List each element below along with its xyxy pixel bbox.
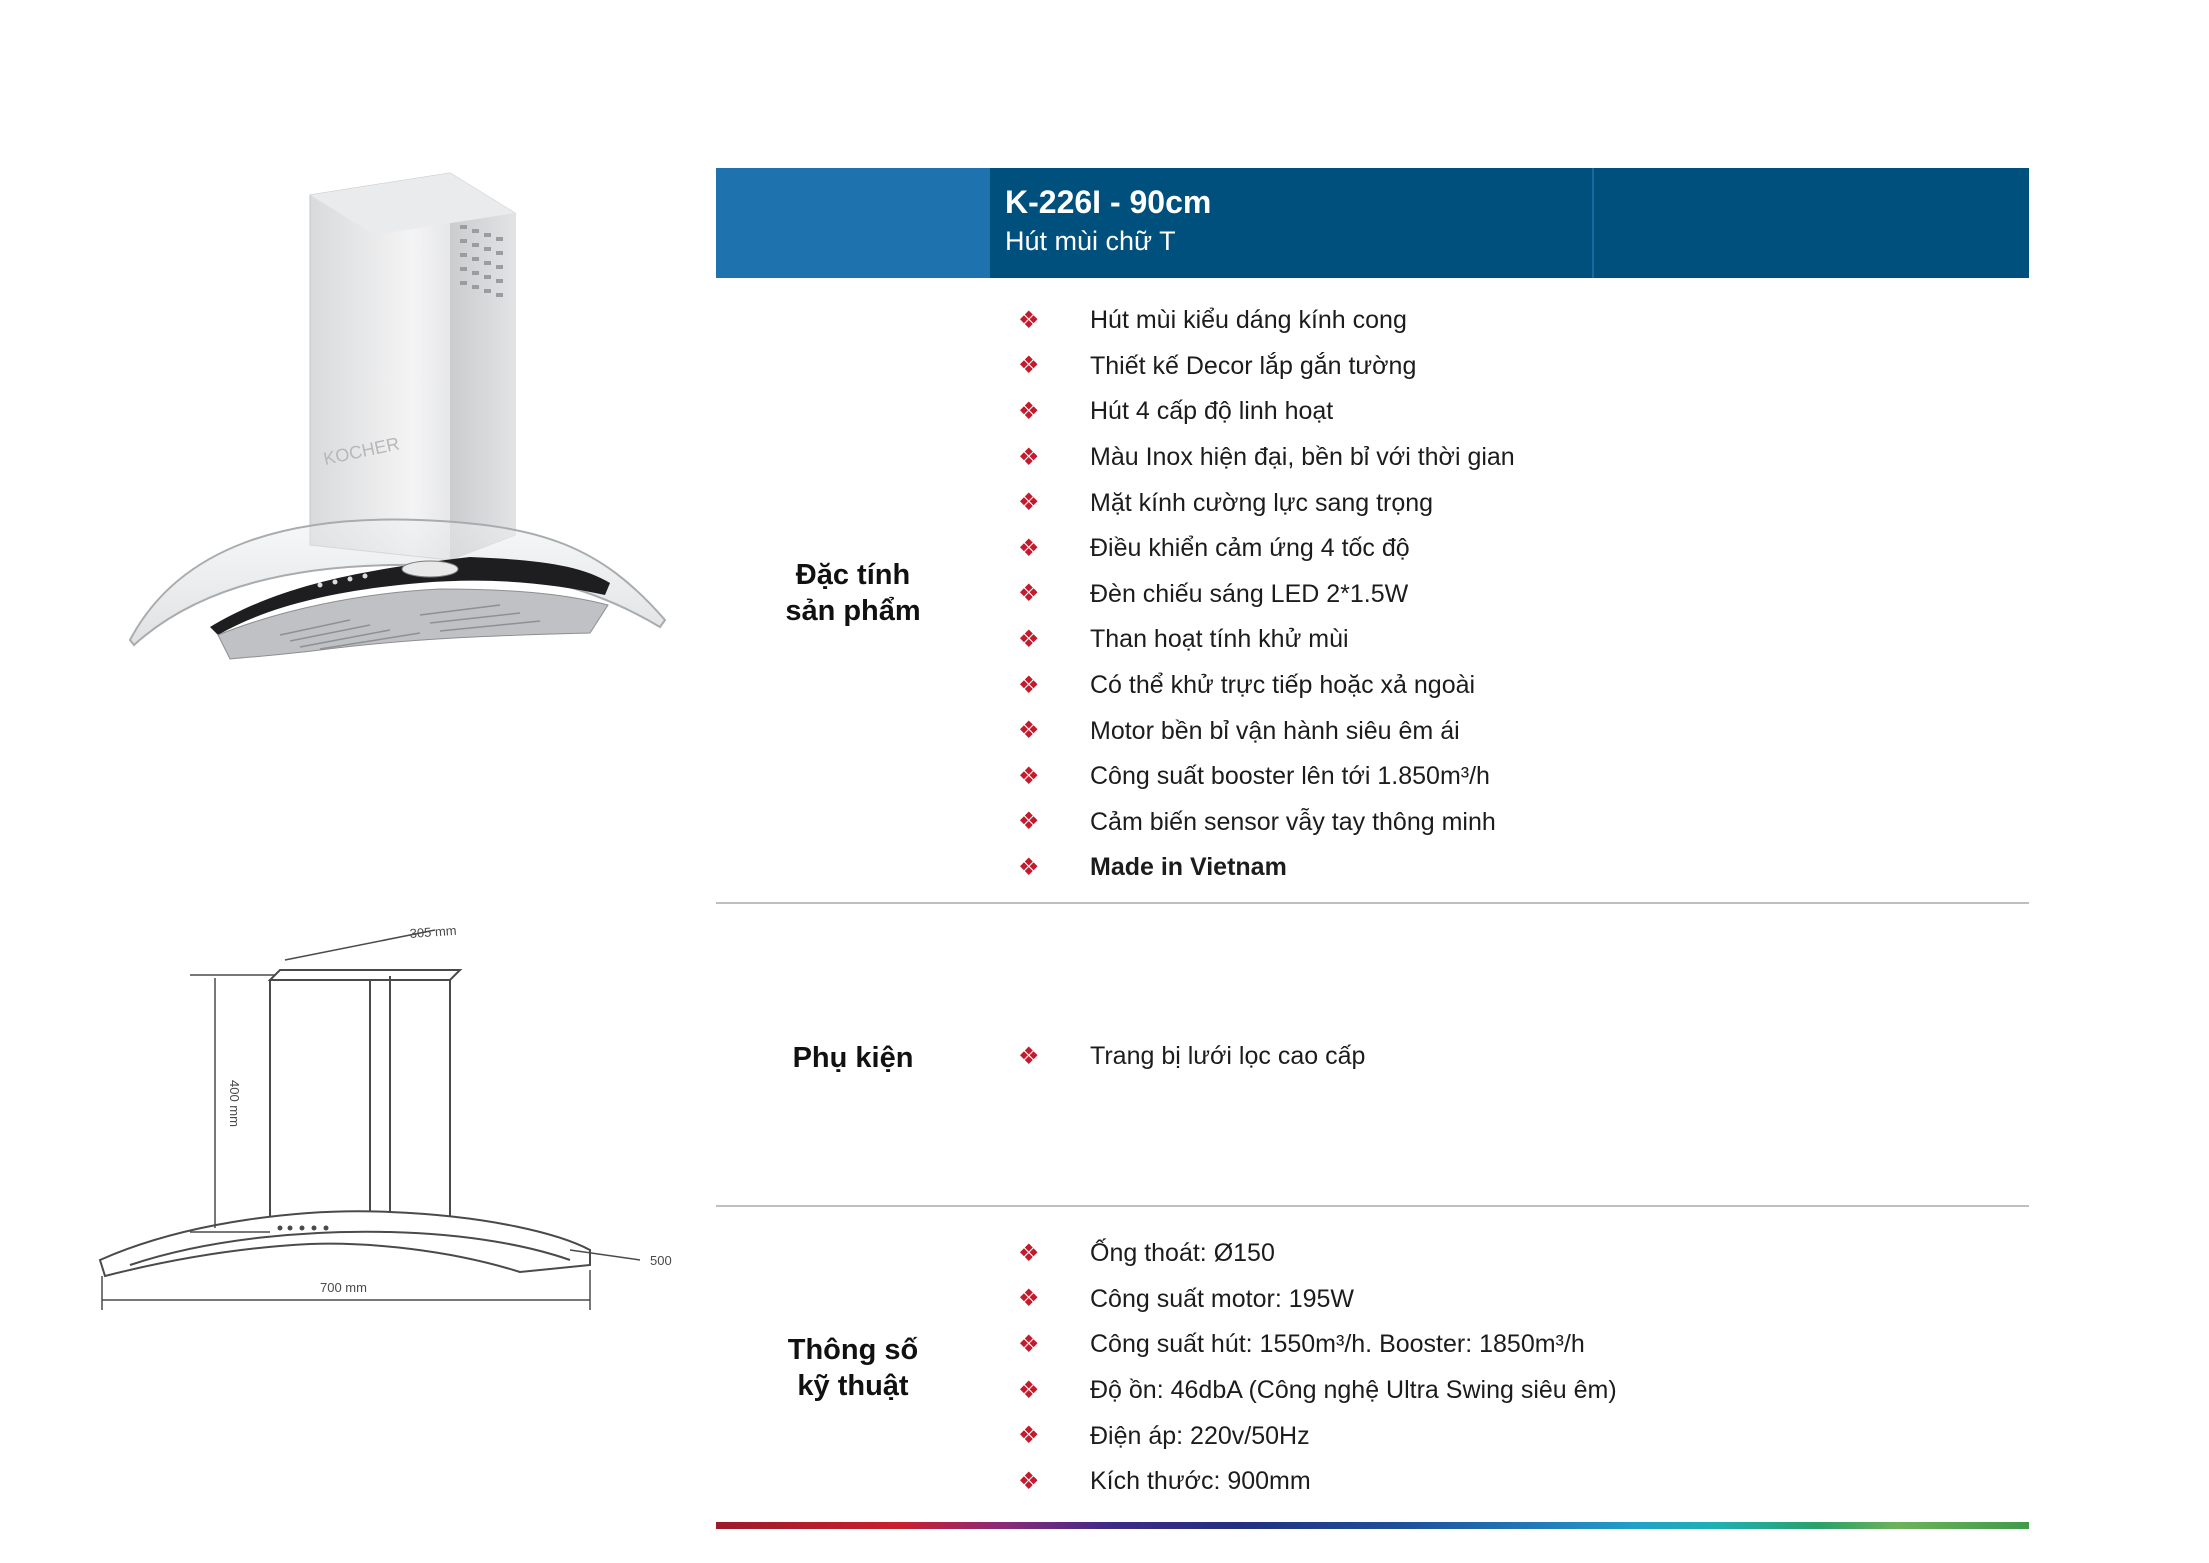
list-item: ❖Màu Inox hiện đại, bền bỉ với thời gian — [1018, 443, 1515, 472]
list-item: ❖Điện áp: 220v/50Hz — [1018, 1421, 1310, 1450]
bullet-icon: ❖ — [1018, 489, 1040, 517]
bullet-icon: ❖ — [1018, 1467, 1040, 1495]
vent-slots — [460, 225, 503, 297]
bullet-icon: ❖ — [1018, 853, 1040, 881]
header-left-block — [716, 168, 990, 278]
list-item: ❖Có thể khử trực tiếp hoặc xả ngoài — [1018, 671, 1476, 700]
bullet-icon: ❖ — [1018, 1042, 1040, 1070]
list-item: ❖Cảm biến sensor vẫy tay thông minh — [1018, 807, 1496, 836]
bullet-icon: ❖ — [1018, 1239, 1040, 1267]
list-item: ❖Công suất booster lên tới 1.850m³/h — [1018, 762, 1490, 791]
features-label: Đặc tính sản phẩm — [785, 559, 921, 627]
bullet-icon: ❖ — [1018, 762, 1040, 790]
dim-height-label: 400 mm — [227, 1080, 242, 1127]
section-divider — [716, 902, 2029, 904]
product-photo: KOCHER — [128, 172, 667, 660]
list-item: ❖Mặt kính cường lực sang trọng — [1018, 488, 1434, 517]
accessories-label: Phụ kiện — [792, 1042, 914, 1074]
list-item: ❖Kích thước: 900mm — [1018, 1467, 1311, 1496]
list-item: ❖Trang bị lưới lọc cao cấp — [1018, 1042, 1366, 1071]
bullet-icon: ❖ — [1018, 1285, 1040, 1313]
header-divider — [1592, 168, 1594, 278]
specs-label: Thông số kỹ thuật — [787, 1334, 919, 1402]
accessories-list: ❖Trang bị lưới lọc cao cấp — [1010, 1034, 1365, 1080]
bullet-icon: ❖ — [1018, 352, 1040, 380]
bullet-icon: ❖ — [1018, 625, 1040, 653]
list-item: ❖Motor bền bỉ vận hành siêu êm ái — [1018, 716, 1460, 745]
list-item: ❖Thiết kế Decor lắp gắn tường — [1018, 351, 1417, 380]
list-item: ❖Công suất motor: 195W — [1018, 1284, 1355, 1313]
features-list: ❖Hút mùi kiểu dáng kính cong ❖Thiết kế D… — [1010, 298, 1515, 891]
list-item: ❖Công suất hút: 1550m³/h. Booster: 1850m… — [1018, 1330, 1585, 1359]
model-title: K-226I - 90cm — [1005, 184, 1212, 220]
list-item: ❖Đèn chiếu sáng LED 2*1.5W — [1018, 579, 1409, 608]
list-item: ❖Hút 4 cấp độ linh hoạt — [1018, 397, 1334, 426]
bullet-icon: ❖ — [1018, 443, 1040, 471]
bullet-icon: ❖ — [1018, 808, 1040, 836]
section-divider — [716, 1205, 2029, 1207]
bullet-icon: ❖ — [1018, 671, 1040, 699]
list-item: ❖Độ ồn: 46dbA (Công nghệ Ultra Swing siê… — [1018, 1376, 1617, 1405]
bullet-icon: ❖ — [1018, 580, 1040, 608]
bullet-icon: ❖ — [1018, 1330, 1040, 1358]
list-item: ❖Hút mùi kiểu dáng kính cong — [1018, 306, 1407, 335]
color-bar — [716, 1522, 2029, 1529]
bullet-icon: ❖ — [1018, 534, 1040, 562]
bullet-icon: ❖ — [1018, 1376, 1040, 1404]
bullet-icon: ❖ — [1018, 397, 1040, 425]
bullet-icon: ❖ — [1018, 717, 1040, 745]
dim-depth-label: 500 — [650, 1253, 672, 1268]
bullet-icon: ❖ — [1018, 306, 1040, 334]
list-item: ❖Than hoạt tính khử mùi — [1018, 625, 1349, 654]
list-item: ❖Điều khiển cảm ứng 4 tốc độ — [1018, 534, 1410, 563]
list-item: ❖Ống thoát: Ø150 — [1018, 1239, 1275, 1268]
dim-width-label: 305 mm — [409, 923, 457, 941]
dimension-drawing: 305 mm 400 mm 700 mm 500 — [98, 923, 672, 1310]
dim-length-label: 700 mm — [320, 1280, 367, 1295]
model-subtitle: Hút mùi chữ T — [1005, 226, 1176, 256]
specs-list: ❖Ống thoát: Ø150 ❖Công suất motor: 195W … — [1010, 1231, 1617, 1505]
bullet-icon: ❖ — [1018, 1422, 1040, 1450]
list-item: ❖Made in Vietnam — [1018, 853, 1287, 882]
